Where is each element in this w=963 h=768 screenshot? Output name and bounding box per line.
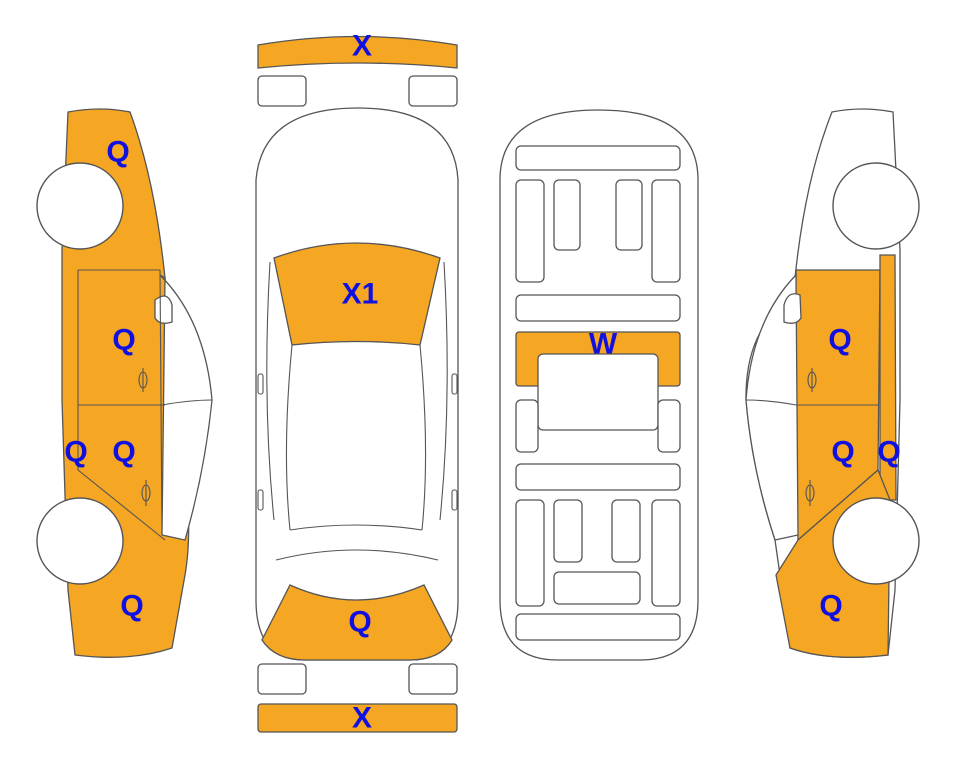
- left-rear-wheel: [36, 497, 124, 585]
- left-window-line: [161, 399, 213, 406]
- underside-front-right-inner: [615, 179, 643, 251]
- left-side-view: Q Q Q Q Q: [36, 108, 213, 658]
- right-side-view: Q Q Q Q: [745, 108, 920, 658]
- underside-rear-crossmember: [515, 463, 681, 491]
- underside-spare-well: [553, 571, 641, 605]
- hood-code: X1: [342, 278, 379, 311]
- trunk-lid-code: Q: [348, 606, 371, 639]
- underside-mid-crossmember: [515, 294, 681, 322]
- left-front-handle: [138, 368, 148, 392]
- left-rear-door-code: Q: [112, 436, 135, 469]
- top-right-window: [419, 344, 427, 531]
- left-rear-handle: [141, 480, 151, 506]
- rear-right-lamp: [408, 663, 458, 695]
- underside-rear-right-rail: [651, 499, 681, 607]
- rear-bumper-panel[interactable]: [257, 703, 458, 733]
- top-rear-window: [275, 549, 439, 561]
- front-left-lamp: [257, 75, 307, 107]
- underside-front-crossmember: [515, 145, 681, 171]
- left-front-door-code: Q: [112, 324, 135, 357]
- top-right-handle-rear: [451, 489, 458, 511]
- underside-front-left-inner: [553, 179, 581, 251]
- top-left-handle-rear: [257, 489, 264, 511]
- underside-front-left-rail: [515, 179, 545, 283]
- left-door-line-rear: [159, 269, 163, 536]
- top-view: X X1 Q X: [255, 30, 459, 735]
- underside-center-tunnel: [537, 353, 659, 431]
- left-front-wheel: [36, 162, 124, 250]
- front-bumper-code: X: [352, 30, 372, 63]
- rear-left-lamp: [257, 663, 307, 695]
- top-right-a-pillar: [439, 261, 448, 521]
- trunk-lid-panel[interactable]: [261, 584, 453, 661]
- left-door-line-front: [77, 270, 166, 541]
- underside-rear-left-inner: [553, 499, 583, 563]
- left-rear-quarter-code: Q: [120, 590, 143, 623]
- top-left-window: [285, 344, 293, 531]
- top-roof-rear: [289, 524, 423, 531]
- underside-view: W: [499, 109, 699, 661]
- underside-right-sill: [657, 399, 681, 453]
- right-rear-door-code: Q: [831, 436, 854, 469]
- right-front-wheel: [832, 162, 920, 250]
- right-greenhouse: [745, 273, 799, 541]
- right-rear-wheel: [832, 497, 920, 585]
- hood-panel[interactable]: [273, 242, 441, 346]
- right-front-handle: [807, 368, 817, 392]
- top-right-handle-front: [451, 373, 458, 395]
- underside-rear-right-inner: [611, 499, 641, 563]
- left-greenhouse: [159, 274, 213, 541]
- top-left-handle-front: [257, 373, 264, 395]
- rear-bumper-code: X: [352, 702, 372, 735]
- top-left-a-pillar: [266, 261, 275, 521]
- right-rear-quarter-code: Q: [819, 590, 842, 623]
- left-rocker-code: Q: [64, 436, 87, 469]
- right-rocker-panel[interactable]: [879, 254, 897, 501]
- left-front-fender-code: Q: [106, 136, 129, 169]
- top-body-outline: [255, 107, 459, 661]
- underside-left-sill: [515, 399, 539, 453]
- right-rocker-code: Q: [877, 436, 900, 469]
- left-mirror: [154, 295, 173, 324]
- underside-rear-left-rail: [515, 499, 545, 607]
- right-front-door-code: Q: [828, 324, 851, 357]
- underside-front-right-rail: [651, 179, 681, 283]
- front-right-lamp: [408, 75, 458, 107]
- right-mirror: [783, 293, 802, 324]
- right-rear-handle: [805, 480, 815, 506]
- right-window-line: [745, 399, 797, 406]
- front-bumper-panel[interactable]: [257, 35, 458, 69]
- underside-rear-panel: [515, 613, 681, 641]
